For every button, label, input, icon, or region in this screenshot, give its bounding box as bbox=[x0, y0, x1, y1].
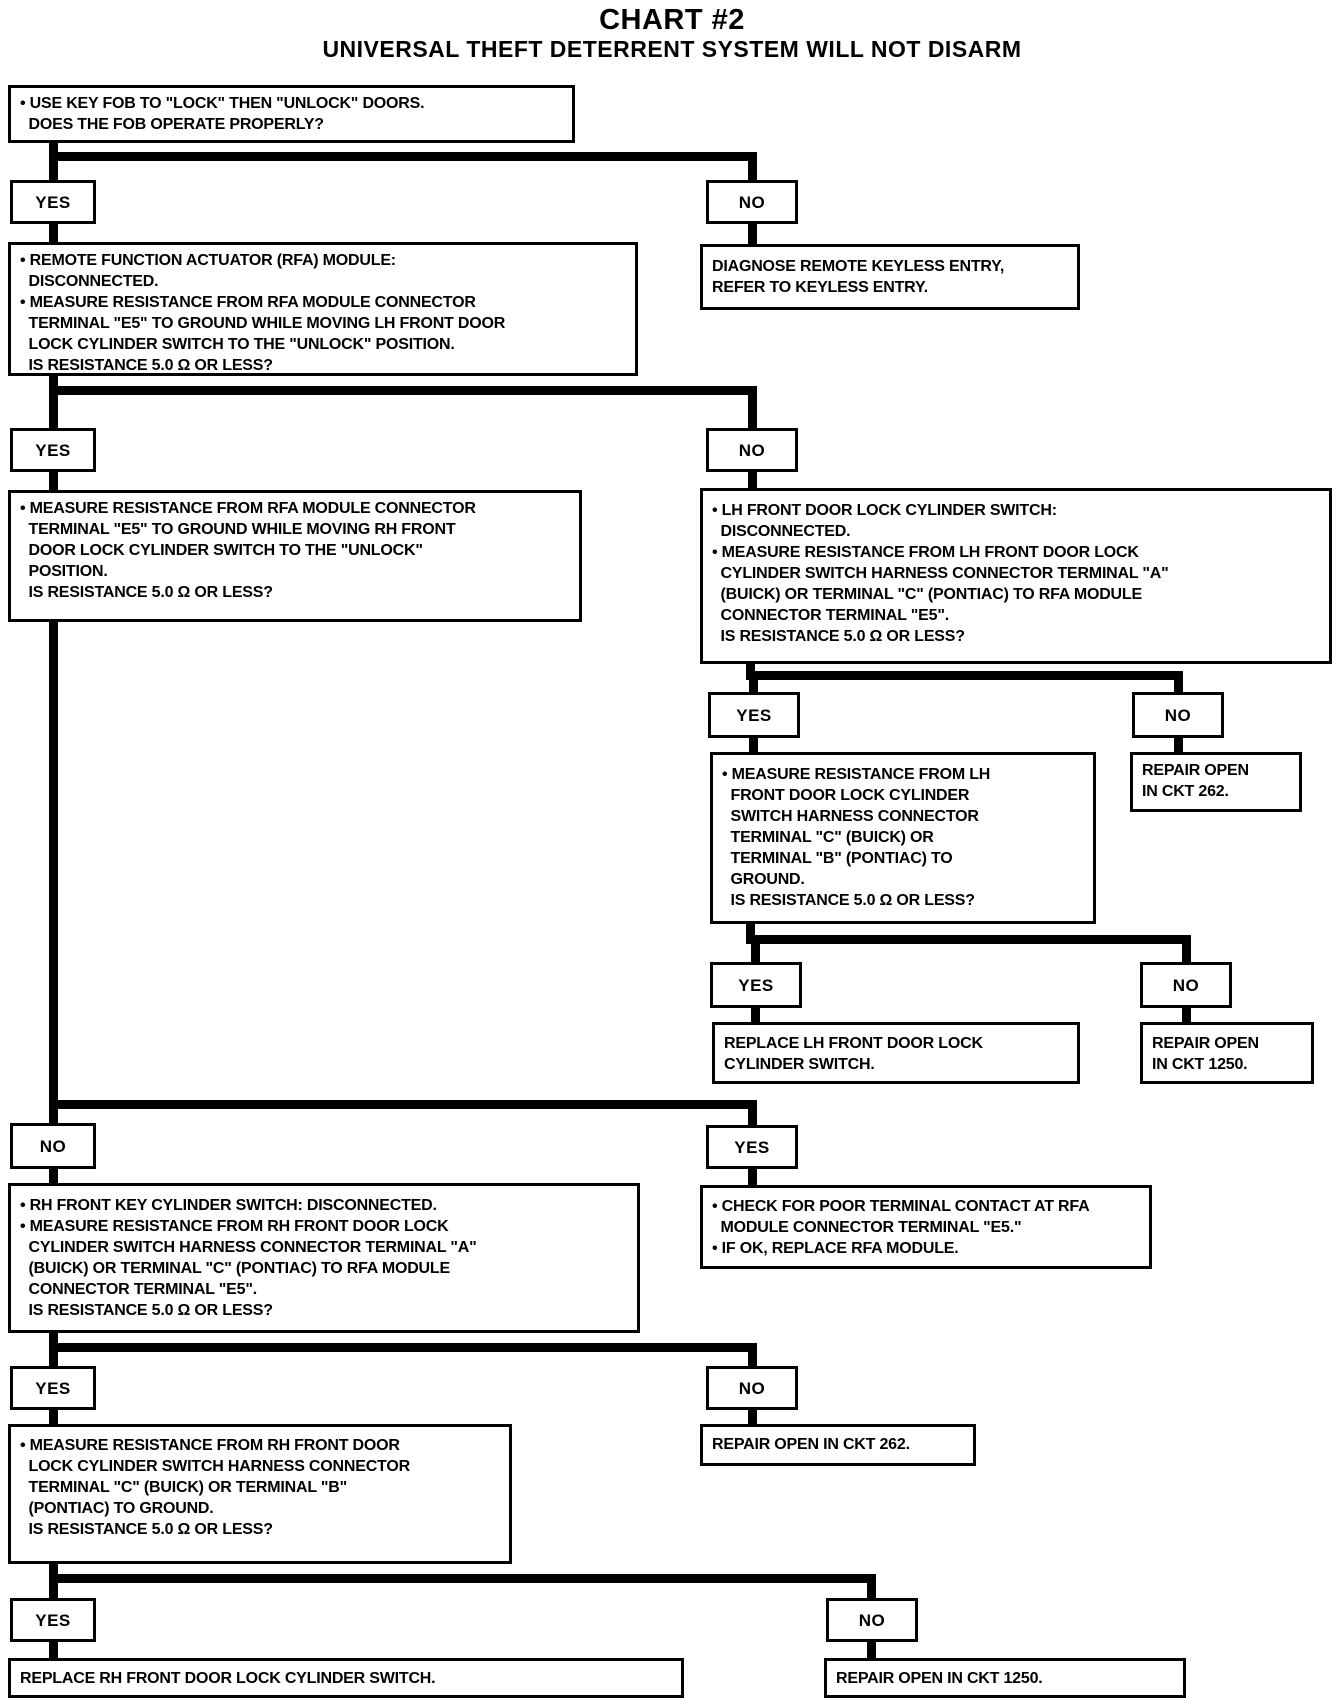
connector-line bbox=[867, 1583, 876, 1598]
connector-line bbox=[748, 395, 757, 428]
connector-line bbox=[49, 1100, 757, 1109]
node-lh-ground-test: • MEASURE RESISTANCE FROM LH FRONT DOOR … bbox=[710, 752, 1096, 924]
connector-line bbox=[49, 1109, 58, 1123]
connector-line bbox=[49, 622, 58, 1104]
connector-line bbox=[49, 152, 757, 161]
connector-line bbox=[49, 1564, 58, 1576]
branch-no-7: NO bbox=[826, 1598, 918, 1642]
connector-line bbox=[749, 680, 758, 692]
connector-line bbox=[867, 1642, 876, 1658]
connector-line bbox=[49, 143, 58, 155]
connector-line bbox=[49, 395, 58, 428]
branch-yes-4: YES bbox=[710, 962, 802, 1008]
connector-line bbox=[49, 224, 58, 242]
branch-yes-3: YES bbox=[708, 692, 800, 738]
connector-line bbox=[1182, 1008, 1191, 1022]
branch-yes-1: YES bbox=[10, 180, 96, 224]
connector-line bbox=[49, 376, 58, 388]
branch-no-3: NO bbox=[1132, 692, 1224, 738]
chart-subtitle: UNIVERSAL THEFT DETERRENT SYSTEM WILL NO… bbox=[322, 36, 1022, 62]
connector-line bbox=[49, 1583, 58, 1598]
branch-no-5: NO bbox=[10, 1123, 96, 1169]
connector-line bbox=[1174, 738, 1183, 752]
connector-line bbox=[749, 738, 758, 752]
connector-line bbox=[751, 1008, 760, 1022]
node-rfa-module-test: • REMOTE FUNCTION ACTUATOR (RFA) MODULE:… bbox=[8, 242, 638, 376]
node-diagnose-keyless: DIAGNOSE REMOTE KEYLESS ENTRY, REFER TO … bbox=[700, 244, 1080, 310]
connector-line bbox=[49, 1410, 58, 1424]
branch-yes-2: YES bbox=[10, 428, 96, 472]
connector-line bbox=[746, 924, 755, 937]
connector-line bbox=[49, 1343, 757, 1352]
branch-no-2: NO bbox=[706, 428, 798, 472]
connector-line bbox=[1174, 680, 1183, 692]
connector-line bbox=[746, 935, 1191, 944]
connector-line bbox=[49, 386, 757, 395]
node-check-rfa-contact: • CHECK FOR POOR TERMINAL CONTACT AT RFA… bbox=[700, 1185, 1152, 1269]
connector-line bbox=[49, 1574, 876, 1583]
connector-line bbox=[748, 1109, 757, 1125]
connector-line bbox=[748, 224, 757, 244]
node-replace-rh-switch: REPLACE RH FRONT DOOR LOCK CYLINDER SWIT… bbox=[8, 1658, 684, 1698]
connector-line bbox=[748, 1352, 757, 1366]
branch-no-6: NO bbox=[706, 1366, 798, 1410]
branch-yes-5: YES bbox=[706, 1125, 798, 1169]
node-repair-ckt262-b: REPAIR OPEN IN CKT 262. bbox=[700, 1424, 976, 1466]
connector-line bbox=[49, 1642, 58, 1658]
node-replace-lh-switch: REPLACE LH FRONT DOOR LOCK CYLINDER SWIT… bbox=[712, 1022, 1080, 1084]
node-rh-ground-test: • MEASURE RESISTANCE FROM RH FRONT DOOR … bbox=[8, 1424, 512, 1564]
connector-line bbox=[748, 1169, 757, 1185]
node-rh-unlock-test: • MEASURE RESISTANCE FROM RFA MODULE CON… bbox=[8, 490, 582, 622]
branch-yes-6: YES bbox=[10, 1366, 96, 1410]
connector-line bbox=[748, 1410, 757, 1424]
connector-line bbox=[1182, 944, 1191, 962]
branch-yes-7: YES bbox=[10, 1598, 96, 1642]
connector-line bbox=[49, 161, 58, 180]
node-repair-ckt262-a: REPAIR OPEN IN CKT 262. bbox=[1130, 752, 1302, 812]
connector-line bbox=[746, 664, 755, 673]
node-lh-switch-test: • LH FRONT DOOR LOCK CYLINDER SWITCH: DI… bbox=[700, 488, 1332, 664]
connector-line bbox=[49, 1333, 58, 1345]
node-repair-ckt1250-a: REPAIR OPEN IN CKT 1250. bbox=[1140, 1022, 1314, 1084]
connector-line bbox=[746, 671, 1183, 680]
node-rh-key-switch-test: • RH FRONT KEY CYLINDER SWITCH: DISCONNE… bbox=[8, 1183, 640, 1333]
connector-line bbox=[49, 1169, 58, 1183]
chart-title: CHART #2 bbox=[599, 4, 745, 36]
branch-no-4: NO bbox=[1140, 962, 1232, 1008]
node-repair-ckt1250-b: REPAIR OPEN IN CKT 1250. bbox=[824, 1658, 1186, 1698]
connector-line bbox=[748, 472, 757, 488]
node-start: • USE KEY FOB TO "LOCK" THEN "UNLOCK" DO… bbox=[8, 85, 575, 143]
connector-line bbox=[49, 472, 58, 490]
connector-line bbox=[748, 161, 757, 180]
connector-line bbox=[751, 944, 760, 962]
branch-no-1: NO bbox=[706, 180, 798, 224]
connector-line bbox=[49, 1352, 58, 1366]
